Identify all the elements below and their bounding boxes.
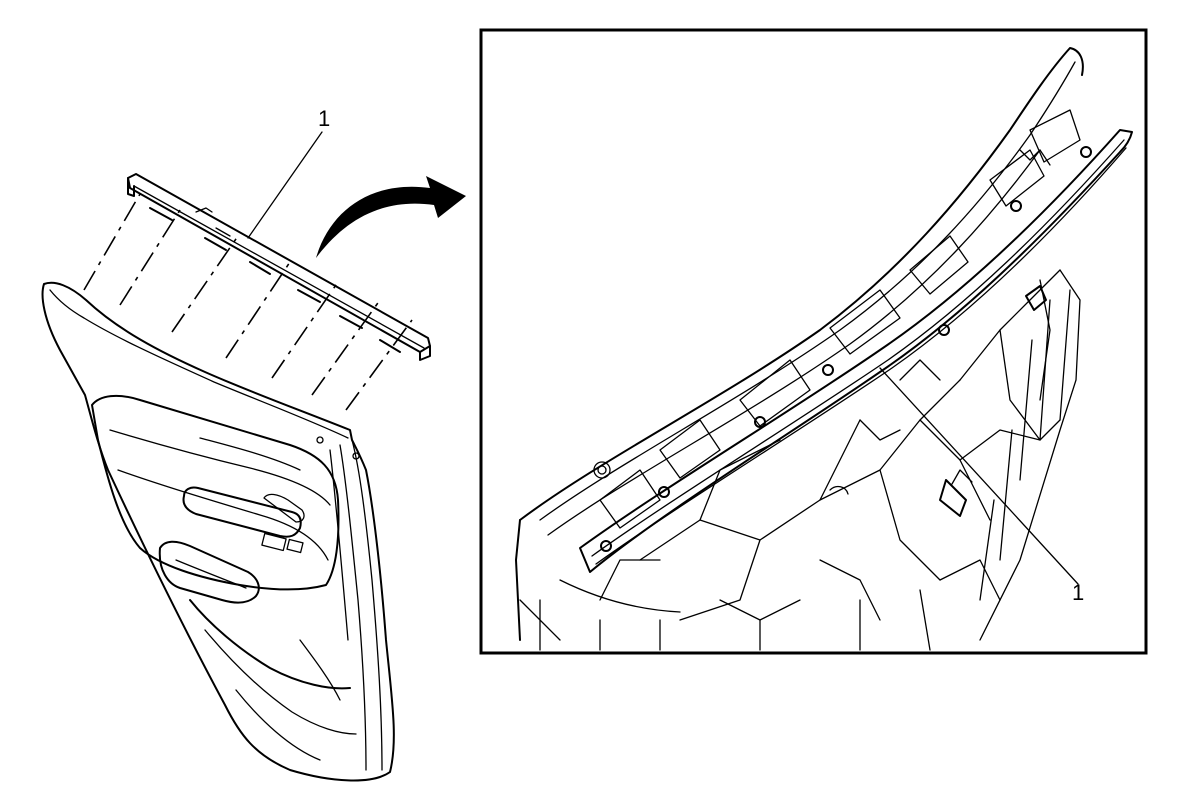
leader-line [879,367,1079,585]
callout-detail: 1 [879,367,1084,605]
detail-view: 1 [479,28,1148,655]
detail-frame [479,28,1148,655]
alignment-guide-lines [83,193,413,411]
seal-clips [600,146,1092,552]
leader-line [247,131,323,239]
callout-label: 1 [1072,580,1084,605]
door-trim-panel [41,281,395,782]
callout-label: 1 [318,106,330,131]
callout-overview: 1 [247,106,330,239]
belt-seal-strip-overview [127,173,431,361]
zoom-arrow [316,176,466,258]
